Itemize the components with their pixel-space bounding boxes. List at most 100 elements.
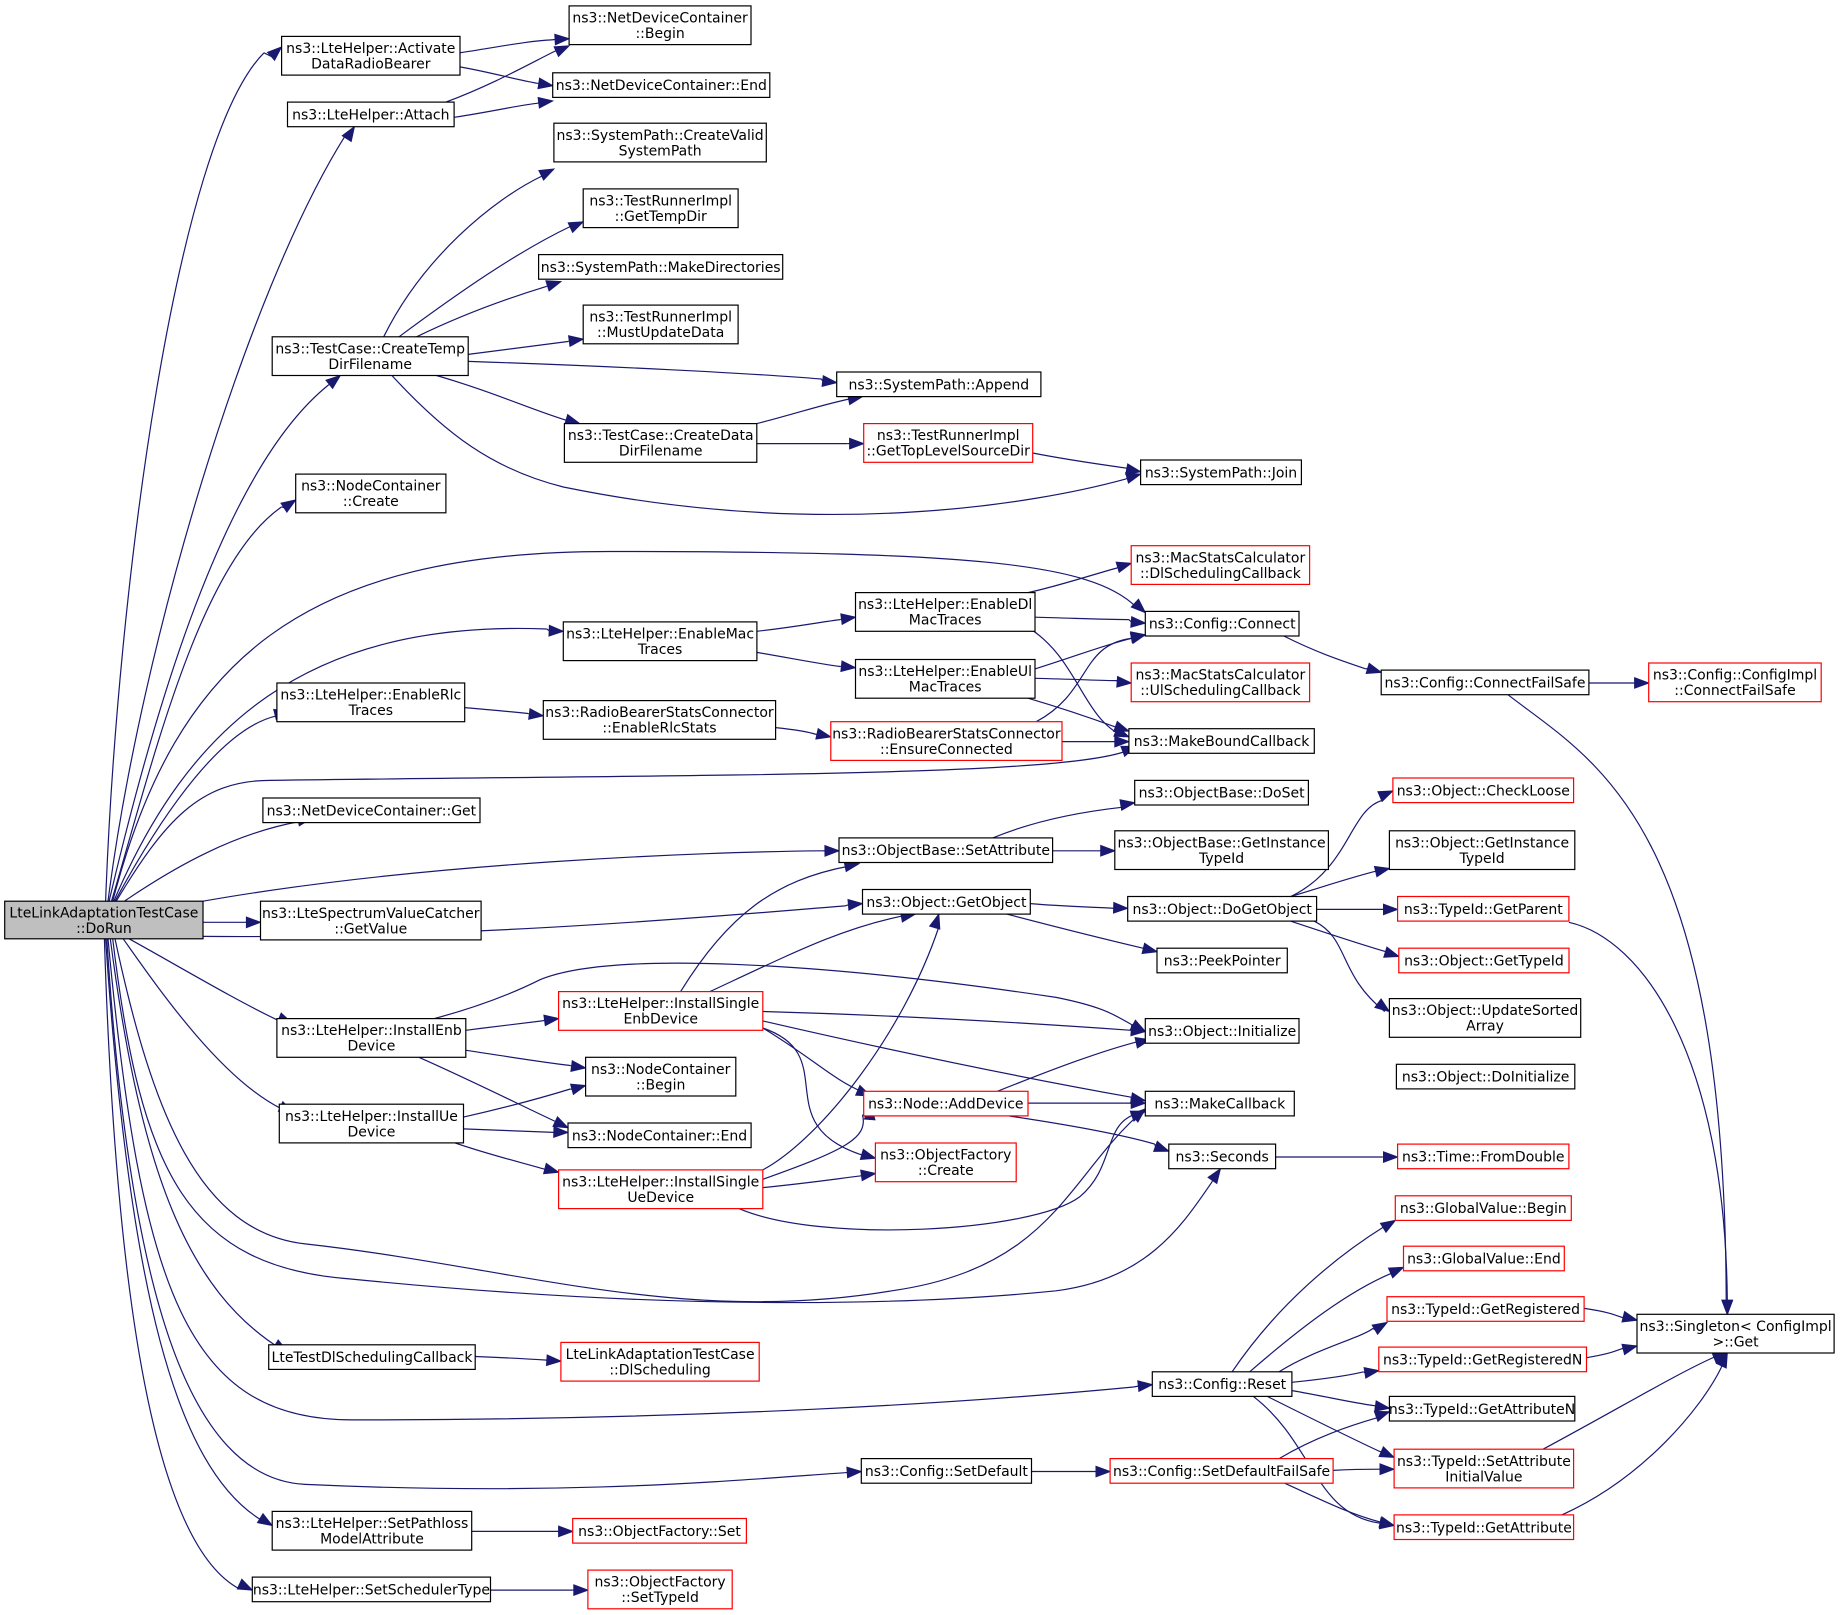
node-makeCallback[interactable]: ns3::MakeCallback	[1144, 1090, 1295, 1117]
node-box[interactable]	[1392, 777, 1575, 804]
node-macStatsUl[interactable]: ns3::MacStatsCalculator::UlSchedulingCal…	[1130, 662, 1311, 703]
node-getRegisteredN[interactable]: ns3::TypeId::GetRegisteredN	[1378, 1346, 1588, 1373]
node-box[interactable]	[1378, 1346, 1588, 1373]
node-box[interactable]	[552, 72, 771, 99]
node-box[interactable]	[1395, 1063, 1576, 1090]
node-box[interactable]	[1130, 662, 1311, 703]
node-getAttribute[interactable]: ns3::TypeId::GetAttribute	[1393, 1514, 1575, 1541]
node-box[interactable]	[861, 888, 1031, 915]
node-setAttribute[interactable]: ns3::ObjectBase::SetAttribute	[838, 837, 1054, 864]
node-ndcBegin[interactable]: ns3::NetDeviceContainer::Begin	[568, 5, 752, 46]
node-box[interactable]	[542, 699, 777, 740]
node-ltlDlSched[interactable]: LteLinkAdaptationTestCase::DlScheduling	[560, 1341, 760, 1382]
node-box[interactable]	[268, 1344, 476, 1371]
node-box[interactable]	[1168, 1143, 1277, 1170]
node-box[interactable]	[259, 900, 482, 941]
node-box[interactable]	[1139, 459, 1302, 486]
node-configImplCFS[interactable]: ns3::Config::ConfigImpl::ConnectFailSafe	[1648, 662, 1822, 703]
node-doInit[interactable]: ns3::Object::DoInitialize	[1395, 1063, 1576, 1090]
node-configConnect[interactable]: ns3::Config::Connect	[1144, 610, 1300, 637]
node-box[interactable]	[1127, 895, 1318, 922]
node-objInit[interactable]: ns3::Object::Initialize	[1144, 1017, 1300, 1044]
node-setDefaultFS[interactable]: ns3::Config::SetDefaultFailSafe	[1109, 1457, 1334, 1484]
node-makeDirs[interactable]: ns3::SystemPath::MakeDirectories	[537, 254, 784, 280]
node-box[interactable]	[1144, 610, 1300, 637]
node-root[interactable]: LteLinkAdaptationTestCase::DoRun	[4, 900, 204, 940]
node-box[interactable]	[262, 797, 481, 824]
node-box[interactable]	[1394, 1195, 1572, 1222]
node-seconds[interactable]: ns3::Seconds	[1168, 1143, 1277, 1170]
node-fromDouble[interactable]: ns3::Time::FromDouble	[1396, 1143, 1570, 1170]
node-ncEnd[interactable]: ns3::NodeContainer::End	[567, 1122, 752, 1149]
node-box[interactable]	[1648, 662, 1822, 703]
node-box[interactable]	[557, 990, 764, 1031]
node-getObject[interactable]: ns3::Object::GetObject	[861, 888, 1031, 915]
node-gvBegin[interactable]: ns3::GlobalValue::Begin	[1394, 1195, 1572, 1222]
node-box[interactable]	[584, 1056, 737, 1097]
node-box[interactable]	[863, 1090, 1029, 1117]
node-objGetTypeId[interactable]: ns3::Object::GetTypeId	[1398, 947, 1570, 974]
node-obDoSet[interactable]: ns3::ObjectBase::DoSet	[1134, 779, 1309, 806]
node-box[interactable]	[286, 101, 455, 128]
node-getTopLevel[interactable]: ns3::TestRunnerImpl::GetTopLevelSourceDi…	[863, 423, 1034, 463]
node-peekPointer[interactable]: ns3::PeekPointer	[1156, 947, 1288, 974]
node-box[interactable]	[295, 473, 447, 514]
node-box[interactable]	[568, 5, 752, 46]
node-makeBound[interactable]: ns3::MakeBoundCallback	[1128, 728, 1315, 754]
node-checkLoose[interactable]: ns3::Object::CheckLoose	[1392, 777, 1575, 804]
node-configReset[interactable]: ns3::Config::Reset	[1151, 1371, 1293, 1398]
node-box[interactable]	[854, 591, 1036, 632]
node-box[interactable]	[4, 900, 204, 940]
node-nodeCreate[interactable]: ns3::NodeContainer::Create	[295, 473, 447, 514]
node-box[interactable]	[1151, 1371, 1293, 1398]
node-box[interactable]	[1128, 728, 1315, 754]
node-setSched[interactable]: ns3::LteHelper::SetSchedulerType	[251, 1576, 492, 1603]
node-setDefault[interactable]: ns3::Config::SetDefault	[860, 1457, 1033, 1484]
node-rbEnsure[interactable]: ns3::RadioBearerStatsConnector::EnsureCo…	[830, 721, 1063, 762]
node-addDevice[interactable]: ns3::Node::AddDevice	[863, 1090, 1029, 1117]
node-box[interactable]	[1393, 1448, 1575, 1489]
node-box[interactable]	[1636, 1313, 1835, 1354]
node-box[interactable]	[276, 1017, 467, 1058]
node-box[interactable]	[830, 721, 1063, 762]
node-getAttrN[interactable]: ns3::TypeId::GetAttributeN	[1388, 1395, 1576, 1422]
node-box[interactable]	[1156, 947, 1288, 974]
node-box[interactable]	[278, 1103, 465, 1144]
node-gvEnd[interactable]: ns3::GlobalValue::End	[1402, 1245, 1565, 1272]
node-getParent[interactable]: ns3::TypeId::GetParent	[1396, 895, 1570, 922]
node-attach[interactable]: ns3::LteHelper::Attach	[286, 101, 455, 128]
node-box[interactable]	[587, 1569, 733, 1610]
node-box[interactable]	[276, 682, 466, 723]
node-ndcEnd[interactable]: ns3::NetDeviceContainer::End	[552, 72, 771, 99]
node-box[interactable]	[874, 1142, 1017, 1183]
node-box[interactable]	[553, 122, 767, 163]
node-box[interactable]	[562, 621, 758, 662]
node-append[interactable]: ns3::SystemPath::Append	[836, 371, 1042, 398]
node-ncBegin[interactable]: ns3::NodeContainer::Begin	[584, 1056, 737, 1097]
node-box[interactable]	[1380, 669, 1590, 696]
node-box[interactable]	[1388, 1395, 1576, 1422]
node-singletonGet[interactable]: ns3::Singleton< ConfigImpl >::Get	[1636, 1313, 1835, 1354]
node-box[interactable]	[582, 188, 739, 229]
node-box[interactable]	[1144, 1017, 1300, 1044]
node-spectrumGet[interactable]: ns3::LteSpectrumValueCatcher::GetValue	[259, 900, 482, 941]
node-box[interactable]	[838, 837, 1054, 864]
node-box[interactable]	[1134, 779, 1309, 806]
node-box[interactable]	[1402, 1245, 1565, 1272]
node-box[interactable]	[1130, 545, 1311, 586]
node-macStatsDl[interactable]: ns3::MacStatsCalculator::DlSchedulingCal…	[1130, 545, 1311, 586]
node-dlSchedCb[interactable]: LteTestDlSchedulingCallback	[268, 1344, 476, 1371]
node-box[interactable]	[537, 254, 784, 280]
node-connectFailSafe[interactable]: ns3::Config::ConnectFailSafe	[1380, 669, 1590, 696]
node-box[interactable]	[1396, 1143, 1570, 1170]
